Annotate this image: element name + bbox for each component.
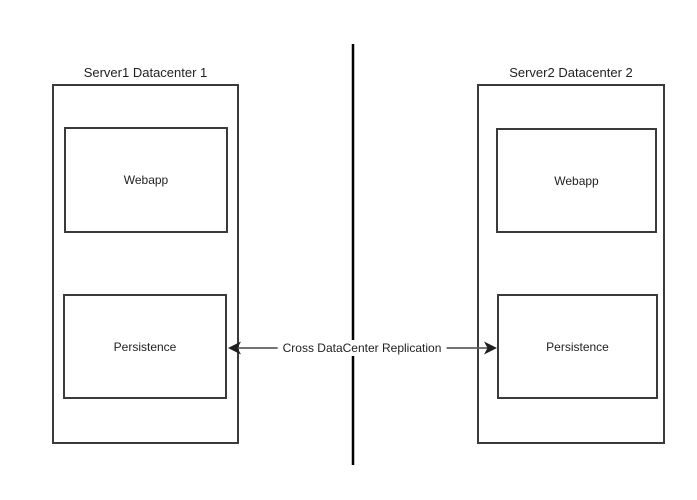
persistence-label-left: Persistence <box>113 339 177 354</box>
persistence-box-left: Persistence <box>63 294 227 399</box>
webapp-box-left: Webapp <box>64 127 228 233</box>
replication-label: Cross DataCenter Replication <box>277 340 447 356</box>
datacenter-2-title: Server2 Datacenter 2 <box>509 65 633 80</box>
datacenter-1-box <box>52 84 239 444</box>
datacenter-2-box <box>477 84 665 444</box>
datacenter-1-title: Server1 Datacenter 1 <box>83 65 208 80</box>
webapp-label-right: Webapp <box>554 173 599 188</box>
webapp-box-right: Webapp <box>496 128 657 233</box>
persistence-label-right: Persistence <box>546 339 609 354</box>
persistence-box-right: Persistence <box>497 294 658 399</box>
webapp-label-left: Webapp <box>123 173 169 187</box>
